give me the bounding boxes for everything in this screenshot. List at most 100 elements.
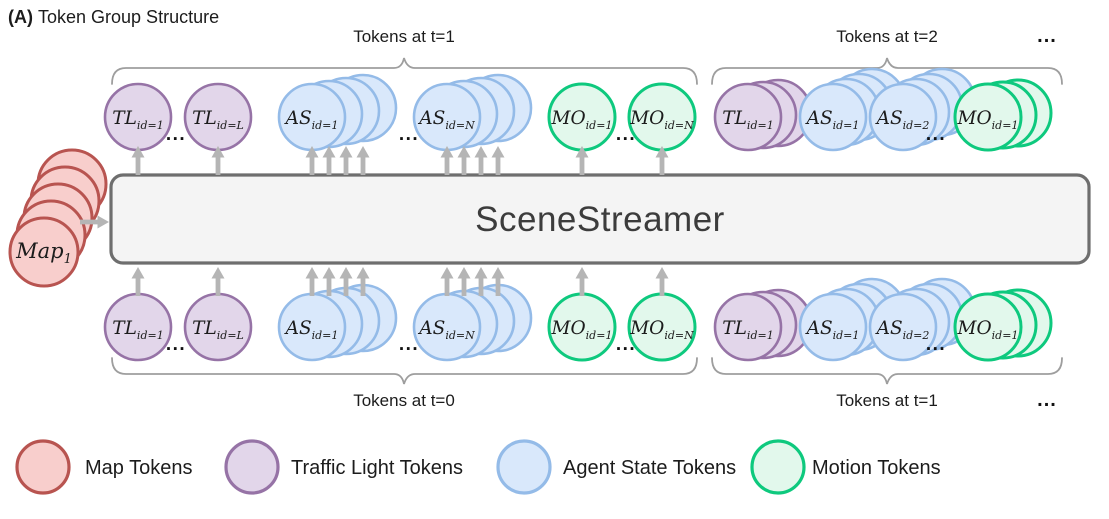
token-label-sub: id=1	[833, 119, 860, 132]
arrow-up-to-output-tokens	[322, 146, 336, 175]
arrow-up-from-input-tokens	[655, 267, 669, 296]
token-label: MOid=1	[957, 108, 1019, 132]
token-label-sub: id=1	[992, 329, 1019, 342]
token-label: MOid=N	[629, 318, 694, 342]
ellipsis-top: ...	[926, 124, 946, 145]
token-top-mo-idN: MOid=N	[627, 82, 697, 152]
token-label-sub: id=1	[312, 329, 339, 342]
token-top-g2-mo-id1: MOid=1	[953, 78, 1053, 152]
token-label-sub: id=1	[747, 119, 774, 132]
token-top-tl-id1: TLid=1	[103, 82, 173, 152]
token-circle	[713, 82, 783, 152]
token-label-sub: id=L	[217, 119, 244, 132]
token-label-sub: id=N	[445, 329, 475, 342]
arrow-up-from-input-tokens	[440, 267, 454, 296]
figure-title-text: Token Group Structure	[38, 7, 219, 27]
token-label-main: MO	[629, 318, 664, 339]
figure-title-prefix: (A)	[8, 7, 33, 27]
token-label-sub: id=N	[445, 119, 475, 132]
arrow-up-to-output-tokens	[356, 146, 370, 175]
group-label-tokens-t2-top: Tokens at t=2	[836, 27, 938, 46]
arrow-up-from-input-tokens	[575, 267, 589, 296]
token-label-main: AS	[875, 318, 903, 339]
token-label-sub: id=2	[903, 119, 930, 132]
token-label-sub: id=1	[833, 329, 860, 342]
token-label-main: AS	[805, 318, 833, 339]
token-label: TLid=L	[192, 318, 244, 342]
token-top-as-idN: ASid=N	[412, 73, 533, 152]
map-token-label-main: Map	[15, 239, 63, 263]
token-label: ASid=N	[417, 108, 475, 132]
token-label-main: AS	[417, 318, 445, 339]
legend-agent-state-swatch	[496, 439, 552, 495]
token-bottom-tl-idL: TLid=L	[183, 292, 253, 362]
token-label-main: MO	[957, 318, 992, 339]
ellipsis-bottom: ...	[926, 334, 946, 355]
scenestreamer-label: SceneStreamer	[475, 200, 725, 239]
arrow-up-to-output-tokens	[474, 146, 488, 175]
legend-motion-label: Motion Tokens	[812, 457, 941, 479]
token-circle	[953, 82, 1023, 152]
token-circle	[713, 292, 783, 362]
token-label-sub: id=1	[137, 119, 164, 132]
token-circle	[953, 292, 1023, 362]
legend-map-swatch	[15, 439, 71, 495]
token-label: TLid=1	[722, 318, 773, 342]
legend-item-map: Map Tokens	[15, 439, 192, 495]
group-label-tokens-t0-bottom: Tokens at t=0	[353, 391, 455, 410]
token-top-g2-tl-id1: TLid=1	[713, 78, 813, 152]
token-label: ASid=2	[875, 318, 930, 342]
arrow-up-from-input-tokens	[131, 267, 145, 296]
group-label-tokens-t1-top: Tokens at t=1	[353, 27, 455, 46]
ellipsis-bottom: ...	[166, 334, 186, 355]
ellipsis-bottom-right: ...	[1037, 389, 1057, 411]
token-bottom-as-idN: ASid=N	[412, 283, 533, 362]
token-label-main: TL	[192, 318, 217, 339]
ellipsis-top-right: ...	[1037, 25, 1057, 47]
brace-top-right	[711, 57, 1063, 85]
token-label: ASid=1	[805, 318, 860, 342]
legend-motion-swatch	[750, 439, 806, 495]
token-label-main: AS	[417, 108, 445, 129]
brace-top-left	[111, 57, 698, 85]
token-bottom-g2-tl-id1: TLid=1	[713, 288, 813, 362]
map-token-stack: Map1	[8, 148, 108, 288]
arrow-up-to-output-tokens	[457, 146, 471, 175]
token-label-main: AS	[284, 318, 312, 339]
token-label-sub: id=1	[747, 329, 774, 342]
token-label-main: TL	[112, 318, 137, 339]
token-label-sub: id=1	[312, 119, 339, 132]
token-label-main: TL	[192, 108, 217, 129]
token-circle	[798, 292, 868, 362]
token-label-sub: id=N	[664, 329, 694, 342]
token-top-g2-as-id2: ASid=2	[868, 67, 977, 152]
token-label-main: MO	[551, 318, 586, 339]
legend-agent-state-label: Agent State Tokens	[563, 457, 736, 479]
brace-bottom-right	[711, 357, 1063, 385]
token-label: ASid=1	[284, 108, 339, 132]
token-label: ASid=1	[805, 108, 860, 132]
token-label-main: MO	[957, 108, 992, 129]
token-top-tl-idL: TLid=L	[183, 82, 253, 152]
token-label: MOid=N	[629, 108, 694, 132]
ellipsis-top: ...	[166, 124, 186, 145]
token-label-sub: id=N	[664, 119, 694, 132]
token-label-main: AS	[284, 108, 312, 129]
token-top-mo-id1: MOid=1	[547, 82, 617, 152]
token-bottom-as-id1: ASid=1	[277, 283, 398, 362]
token-label: MOid=1	[551, 108, 613, 132]
token-label-main: MO	[551, 108, 586, 129]
token-label-sub: id=1	[586, 119, 613, 132]
token-label-main: TL	[722, 318, 747, 339]
brace-bottom-left	[111, 357, 698, 385]
legend-item-motion: Motion Tokens	[750, 439, 941, 495]
map-token-label-sub: 1	[64, 252, 72, 267]
group-label-tokens-t1-bottom: Tokens at t=1	[836, 391, 938, 410]
token-circle	[868, 82, 938, 152]
arrow-up-from-input-tokens	[305, 267, 319, 296]
token-label-main: TL	[722, 108, 747, 129]
legend: Map Tokens Traffic Light Tokens Agent St…	[15, 439, 941, 495]
arrow-up-to-output-tokens	[491, 146, 505, 175]
